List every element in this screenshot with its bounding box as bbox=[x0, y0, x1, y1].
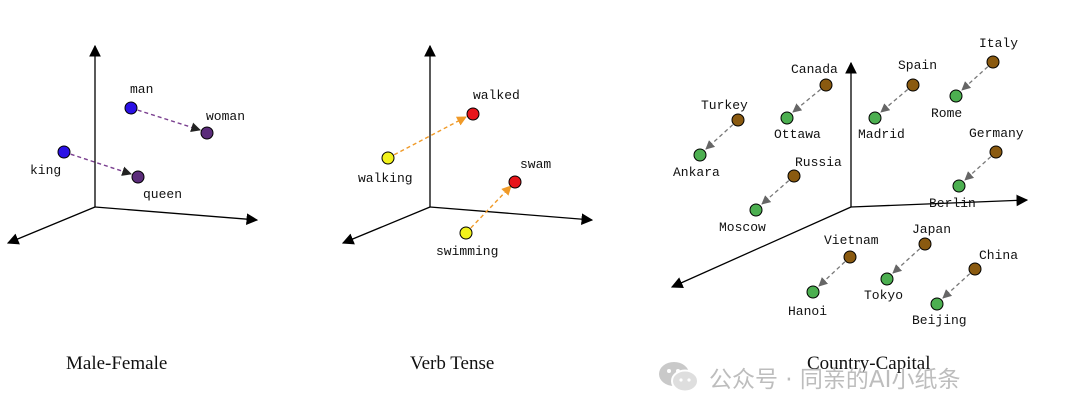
point-swam bbox=[508, 175, 522, 189]
watermark: 公众号 · 同亲的AI小纸条 bbox=[657, 357, 960, 397]
point-woman bbox=[200, 126, 214, 140]
label-beijing: Beijing bbox=[912, 313, 967, 328]
label-rome: Rome bbox=[931, 106, 962, 121]
arrow-china-beijing bbox=[942, 268, 976, 299]
label-swimming: swimming bbox=[436, 244, 498, 259]
label-hanoi: Hanoi bbox=[788, 304, 827, 319]
point-walking bbox=[381, 151, 395, 165]
label-king: king bbox=[30, 163, 61, 178]
panel-male-female: man woman king queen Male-Female bbox=[6, 44, 259, 374]
arrow-vietnam-hanoi bbox=[818, 256, 851, 287]
label-berlin: Berlin bbox=[929, 196, 976, 211]
axis-left bbox=[6, 206, 96, 245]
label-ankara: Ankara bbox=[673, 165, 720, 180]
label-man: man bbox=[130, 82, 153, 97]
caption-male-female: Male-Female bbox=[66, 353, 167, 374]
point-spain bbox=[906, 78, 920, 92]
axis-right bbox=[94, 206, 259, 225]
caption-verb-tense: Verb Tense bbox=[410, 353, 494, 374]
point-tokyo bbox=[880, 272, 894, 286]
axis-right bbox=[850, 194, 1029, 208]
axes bbox=[6, 44, 259, 245]
point-ankara bbox=[693, 148, 707, 162]
point-china bbox=[968, 262, 982, 276]
point-beijing bbox=[930, 297, 944, 311]
pair-arrows bbox=[705, 61, 997, 299]
arrow-man-woman bbox=[130, 107, 201, 132]
point-ottawa bbox=[780, 111, 794, 125]
axes bbox=[670, 61, 1029, 289]
axis-left bbox=[670, 206, 852, 289]
point-man bbox=[124, 101, 138, 115]
label-spain: Spain bbox=[898, 58, 937, 73]
label-germany: Germany bbox=[969, 126, 1024, 141]
label-tokyo: Tokyo bbox=[864, 288, 903, 303]
point-moscow bbox=[749, 203, 763, 217]
caption-country-capital: Country-Capital bbox=[807, 353, 930, 374]
point-canada bbox=[819, 78, 833, 92]
arrow-king-queen bbox=[63, 151, 132, 176]
axis-left bbox=[341, 206, 431, 245]
point-rome bbox=[949, 89, 963, 103]
arrow-russia-moscow bbox=[761, 175, 795, 205]
label-china: China bbox=[979, 248, 1018, 263]
point-germany bbox=[989, 145, 1003, 159]
point-swimming bbox=[459, 226, 473, 240]
axis-right bbox=[429, 206, 594, 225]
axes bbox=[341, 44, 594, 245]
label-vietnam: Vietnam bbox=[824, 233, 879, 248]
label-madrid: Madrid bbox=[858, 127, 905, 142]
point-japan bbox=[918, 237, 932, 251]
arrow-turkey-ankara bbox=[705, 119, 739, 150]
point-berlin bbox=[952, 179, 966, 193]
label-russia: Russia bbox=[795, 155, 842, 170]
point-walked bbox=[466, 107, 480, 121]
label-swam: swam bbox=[520, 157, 551, 172]
point-vietnam bbox=[843, 250, 857, 264]
label-ottawa: Ottawa bbox=[774, 127, 821, 142]
wechat-icon bbox=[657, 359, 701, 395]
point-turkey bbox=[731, 113, 745, 127]
point-russia bbox=[787, 169, 801, 183]
point-queen bbox=[131, 170, 145, 184]
label-moscow: Moscow bbox=[719, 220, 766, 235]
label-turkey: Turkey bbox=[701, 98, 748, 113]
point-hanoi bbox=[806, 285, 820, 299]
label-walking: walking bbox=[358, 171, 413, 186]
arrow-canada-ottawa bbox=[792, 84, 827, 113]
point-king bbox=[57, 145, 71, 159]
label-canada: Canada bbox=[791, 62, 838, 77]
watermark-text: 公众号 · 同亲的AI小纸条 bbox=[709, 367, 961, 393]
point-madrid bbox=[868, 111, 882, 125]
point-italy bbox=[986, 55, 1000, 69]
label-walked: walked bbox=[473, 88, 520, 103]
label-queen: queen bbox=[143, 187, 182, 202]
label-italy: Italy bbox=[979, 36, 1018, 51]
arrow-walking-walked bbox=[387, 116, 467, 159]
label-woman: woman bbox=[206, 109, 245, 124]
label-japan: Japan bbox=[912, 222, 951, 237]
arrow-swimming-swam bbox=[465, 185, 512, 234]
panel-verb-tense: walked walking swam swimming Verb Tense bbox=[341, 44, 594, 374]
panel-country-capital: Italy Rome Canada Ottawa Spain Madrid Tu… bbox=[670, 36, 1029, 374]
arrow-japan-tokyo bbox=[892, 243, 926, 274]
